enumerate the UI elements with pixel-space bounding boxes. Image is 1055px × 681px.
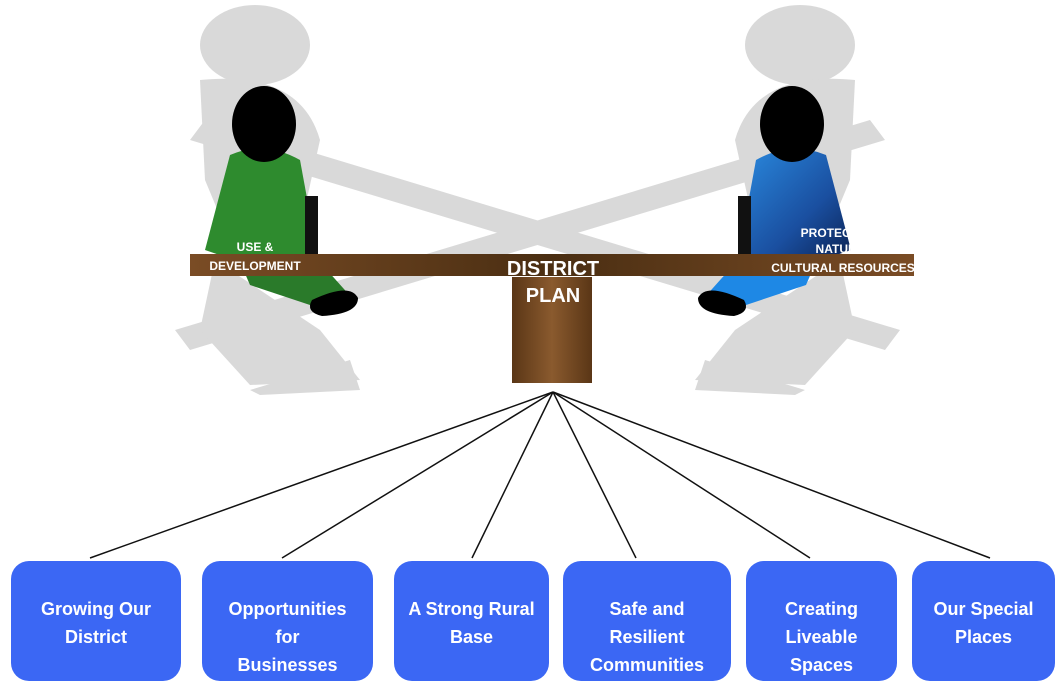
outcome-label: Safe and Resilient Communities xyxy=(590,599,705,675)
outcome-box-our-special-places: Our Special Places xyxy=(912,561,1055,681)
connector-line xyxy=(552,391,637,559)
connector-line xyxy=(281,391,554,559)
outcome-box-creating-liveable-spaces: Creating Liveable Spaces xyxy=(746,561,897,681)
outcome-box-growing-our-district: Growing Our District xyxy=(11,561,181,681)
outcome-label: A Strong Rural Base xyxy=(408,599,535,647)
connector-line xyxy=(471,391,554,559)
left-label-line2: DEVELOPMENT xyxy=(209,259,301,273)
outcome-box-safe-and-resilient-communities: Safe and Resilient Communities xyxy=(563,561,731,681)
left-label-line1: USE & xyxy=(237,240,274,254)
right-label-line1: PROTECTION OF xyxy=(801,226,900,240)
outcome-label: Our Special Places xyxy=(933,599,1034,647)
left-figure xyxy=(205,86,358,316)
connector-line xyxy=(552,391,991,559)
right-label-line2: NATURAL & xyxy=(816,242,885,256)
right-label-line3: CULTURAL RESOURCES xyxy=(771,261,915,275)
connector-line xyxy=(552,391,811,559)
outcome-label: Creating Liveable Spaces xyxy=(784,599,858,675)
outcome-label: Opportunities for Businesses xyxy=(228,599,347,675)
outcome-box-a-strong-rural-base: A Strong Rural Base xyxy=(394,561,549,681)
seesaw-plank xyxy=(190,254,914,276)
outcome-label: Growing Our District xyxy=(41,599,151,647)
center-label-line1: DISTRICT xyxy=(507,258,599,280)
outcome-box-opportunities-for-businesses: Opportunities for Businesses xyxy=(202,561,373,681)
fulcrum xyxy=(512,277,592,383)
connector-lines xyxy=(89,391,991,559)
connector-line xyxy=(89,391,554,559)
center-label-line2: PLAN xyxy=(526,285,580,307)
